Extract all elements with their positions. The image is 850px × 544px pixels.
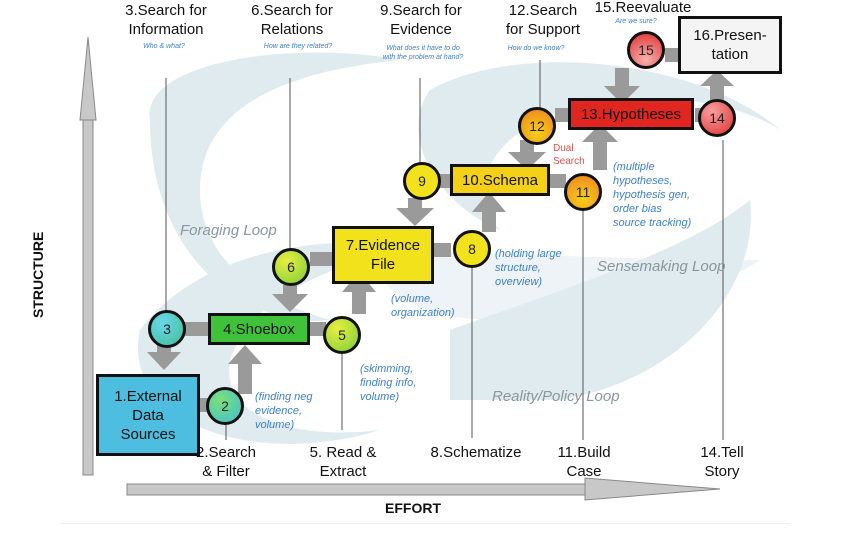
step-5-note: (skimming, finding info, volume) [360,363,417,403]
dual-search-label: Dual Search [553,143,585,167]
step-12-question: How do we know? [507,45,565,52]
presentation-box: 16.Presen- tation [678,16,782,74]
foraging-loop-label: Foraging Loop [180,222,277,239]
step-12-label: 12.Search for Support [505,2,581,38]
effort-axis-arrow [126,477,721,501]
step-7-note: (volume, organization) [391,293,455,319]
effort-axis-label: EFFORT [385,500,441,516]
step-15-question: Are we sure? [615,18,657,25]
step-2-note: (finding neg evidence, volume) [255,391,313,431]
reality-policy-loop-label: Reality/Policy Loop [492,388,620,405]
hypotheses-box: 13.Hypotheses [568,98,694,130]
step-11-label: 11.Build Case [557,444,611,480]
step-11-circle: 11 [564,173,602,211]
step-6-label: 6.Search for Relations [251,2,333,38]
step-12-circle: 12 [518,107,556,145]
step-8-circle: 8 [453,230,491,268]
step-5-circle: 5 [323,316,361,354]
external-data-sources-box: 1.External Data Sources [96,374,200,456]
evidence-file-box: 7.Evidence File [332,226,434,284]
structure-axis-label: STRUCTURE [30,231,46,318]
flow-arrows [147,48,734,412]
step-9-label: 9.Search for Evidence [380,2,462,38]
step-15-circle: 15 [627,31,665,69]
step-2-circle: 2 [206,387,244,425]
shoebox-box: 4.Shoebox [208,313,310,345]
step-9-question: What does it have to do with the problem… [382,45,464,61]
step-11-note: (multiple hypotheses, hypothesis gen, or… [613,161,692,229]
leader-lines [165,60,724,440]
structure-axis-arrow [79,36,97,476]
step-8-label: 8.Schematize [430,444,522,461]
step-14-label: 14.Tell Story [700,444,744,480]
step-8-note: (holding large structure, overview) [495,248,562,288]
schema-box: 10.Schema [450,164,550,196]
step-15-label: 15.Reevaluate [594,0,692,16]
step-2-label: 2.Search & Filter [195,444,257,480]
step-6-circle: 6 [272,248,310,286]
step-3-circle: 3 [148,310,186,348]
loop-swirl [137,52,780,444]
step-6-question: How are they related? [263,43,333,50]
sensemaking-loop-label: Sensemaking Loop [597,258,726,275]
step-5-label: 5. Read & Extract [309,444,377,480]
step-3-label: 3.Search for Information [125,2,207,38]
step-14-circle: 14 [698,99,736,137]
bottom-divider [60,523,790,524]
step-3-question: Who & what? [143,43,185,50]
step-9-circle: 9 [403,162,441,200]
